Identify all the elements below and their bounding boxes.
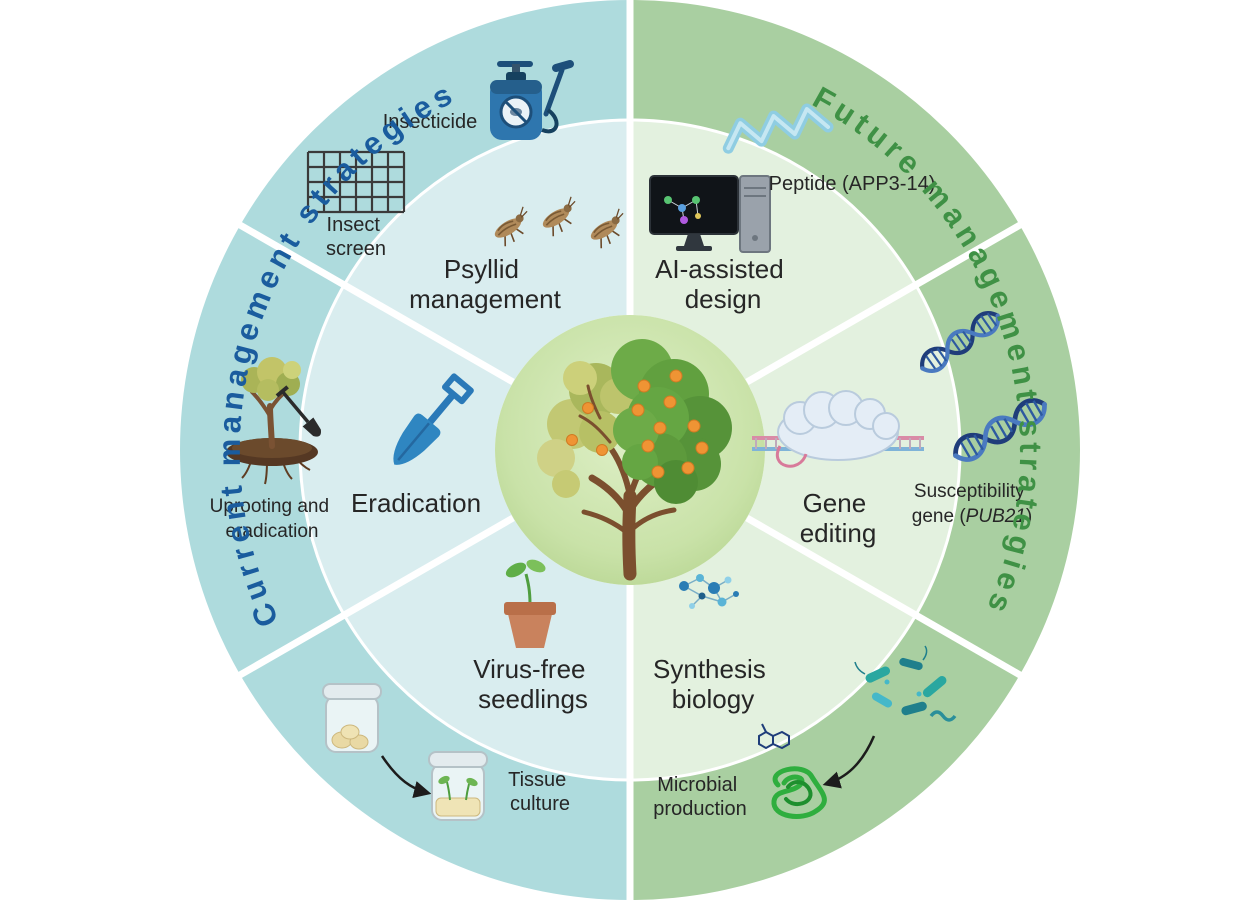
citrus-tree-icon [537,339,732,581]
sector-title-gene-editing: Gene editing [800,488,877,548]
potted-seedling-icon [504,559,556,648]
sector-title-ai-assisted-design: AI-assisted design [655,254,791,314]
outer-ring-right [630,0,1080,900]
computer-icon [649,175,771,253]
uprooted-tree-icon [226,357,321,485]
microbial-production-label: Microbial production [653,774,746,820]
microbes-icon [854,645,957,722]
crispr-complex-icon [752,390,924,468]
sector-title-eradication: Eradication [351,488,481,518]
outer-ring-left [180,0,630,900]
insecticide-sprayer-icon [490,60,574,140]
insect-screen-icon [306,150,406,214]
insecticide-label: Insecticide [383,111,478,133]
molecule-network-icon [679,574,739,609]
arrow-icon [822,735,876,789]
oranges [566,369,709,479]
insect-screen-label: Insect screen [326,214,386,260]
sector-dividers [238,0,1022,900]
peptide-helix-icon [722,103,834,154]
shovel-icon [393,373,474,465]
uprooting-label: Uprooting and eradication [210,496,335,542]
arrow-icon [380,755,432,799]
small-shovel-icon [275,385,321,437]
susceptibility-gene-label: Susceptibility gene (PUB21) [912,481,1032,527]
sector-title-virus-free-seedlings: Virus-free seedlings [473,654,592,714]
sector-title-psyllid-management: Psyllid management [409,254,562,314]
peptide-label: Peptide (APP3-14) [769,173,936,195]
small-molecule-icon [758,723,790,750]
tissue-culture-jars-icon [322,683,488,821]
sector-title-synthesis-biology: Synthesis biology [653,654,773,714]
protein-ribbon-icon [771,766,827,819]
tissue-culture-label: Tissue culture [508,769,572,815]
